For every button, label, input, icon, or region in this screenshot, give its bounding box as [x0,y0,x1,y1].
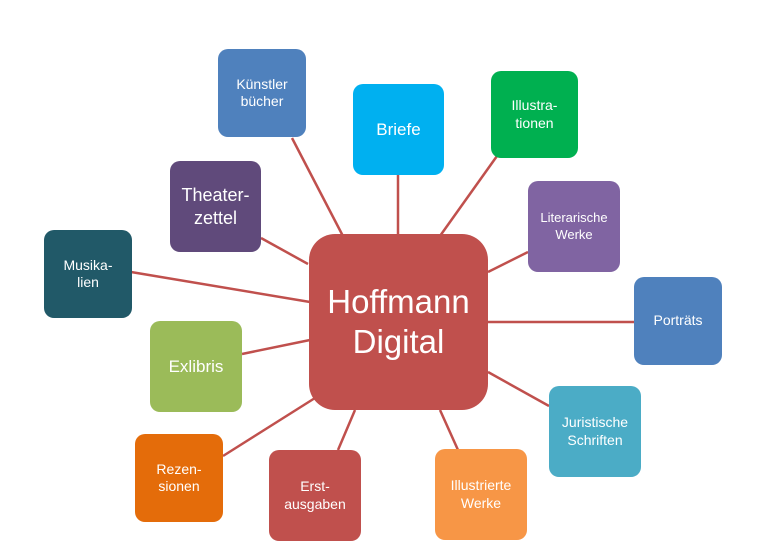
connector-musikalien [130,270,311,304]
node-erstausgaben-label: Erst- ausgaben [284,478,346,512]
node-theaterzettel-label: Theater- zettel [181,185,250,228]
node-illustrierte-werke-label: Illustrierte Werke [450,477,512,511]
connector-juristische-schriften [487,370,550,408]
node-rezensionen-label: Rezen- sionen [156,460,202,495]
connector-rezensionen [222,396,316,458]
connector-literarische-werke [487,250,529,274]
node-literarische-werke-label: Literarische Werke [540,210,608,242]
connector-kuenstlerbuecher [290,137,347,241]
node-illustrationen-label: Illustra- tionen [511,97,558,131]
node-musikalien-label: Musika- lien [63,256,113,291]
node-portraets: Porträts [634,277,722,365]
node-exlibris-label: Exlibris [168,356,224,376]
node-literarische-werke: Literarische Werke [528,181,620,272]
node-juristische-schriften: Juristische Schriften [549,386,641,477]
connector-exlibris [241,338,311,356]
node-rezensionen: Rezen- sionen [135,434,223,522]
connector-erstausgaben [336,409,357,451]
node-theaterzettel: Theater- zettel [170,161,261,252]
node-briefe-label: Briefe [376,119,421,139]
node-illustrationen: Illustra- tionen [491,71,578,158]
node-musikalien: Musika- lien [44,230,132,318]
node-briefe: Briefe [353,84,444,175]
connector-illustrierte-werke [438,409,460,451]
node-kuenstlerbuecher: Künstler bücher [218,49,306,137]
node-juristische-schriften-label: Juristische Schriften [561,414,629,448]
connector-theaterzettel [260,236,309,266]
center-node: Hoffmann Digital [309,234,488,410]
node-illustrierte-werke: Illustrierte Werke [435,449,527,540]
node-portraets-label: Porträts [653,312,703,329]
node-exlibris: Exlibris [150,321,242,412]
node-kuenstlerbuecher-label: Künstler bücher [236,75,288,110]
node-erstausgaben: Erst- ausgaben [269,450,361,541]
center-node-label: Hoffmann Digital [327,283,470,360]
